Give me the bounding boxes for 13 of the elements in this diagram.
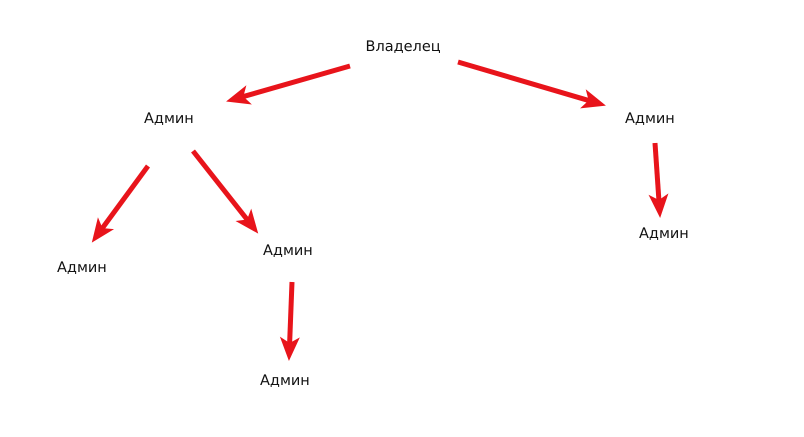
arrow	[92, 164, 150, 243]
role-label: Владелец	[366, 38, 441, 56]
role-label: Админ	[639, 226, 689, 243]
arrow	[648, 142, 668, 218]
arrow	[226, 64, 351, 104]
role-label: Админ	[263, 242, 313, 260]
role-label: Админ	[57, 260, 107, 277]
arrow	[191, 149, 258, 234]
role-label: Админ	[260, 372, 310, 390]
arrow	[457, 60, 606, 108]
role-label: Админ	[625, 110, 675, 128]
arrow	[280, 282, 300, 361]
role-label: Админ	[144, 110, 194, 128]
